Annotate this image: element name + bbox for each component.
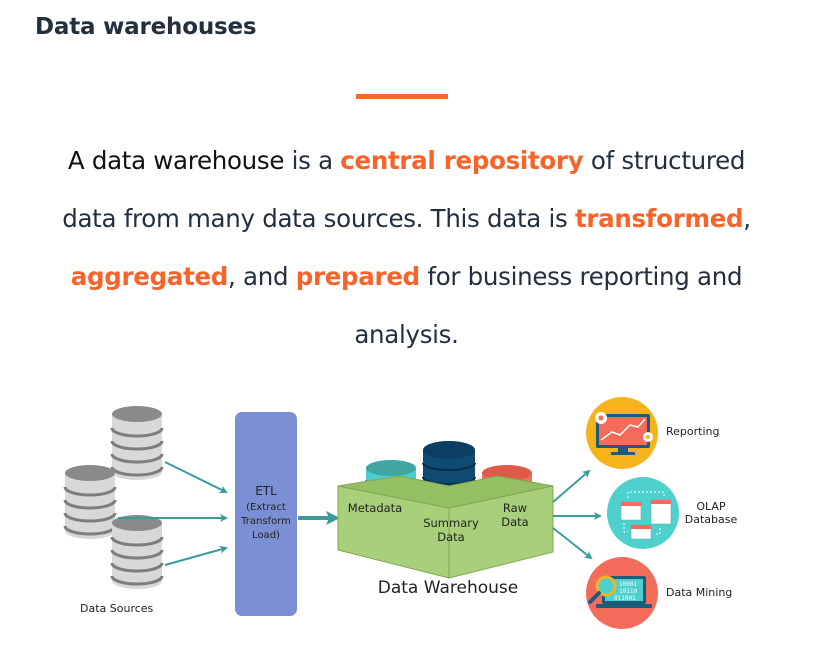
data-source-db-3	[110, 513, 164, 591]
etl-desc-3: Load)	[252, 530, 280, 541]
data-sources-label: Data Sources	[80, 602, 154, 615]
definition-text: , and	[228, 262, 296, 291]
accent-divider	[356, 94, 448, 99]
arrow-to-data-mining	[552, 527, 593, 560]
arrow-source-1	[164, 461, 228, 493]
definition-term: data warehouse	[91, 146, 285, 175]
highlight-aggregated: aggregated	[70, 262, 229, 291]
binary-row-3: 011001	[614, 595, 636, 602]
etl-desc-1: (Extract	[246, 502, 286, 513]
definition-text: A	[67, 146, 92, 175]
etl-title: ETL	[255, 484, 277, 498]
etl-block	[235, 412, 297, 616]
data-warehouse-label: Data Warehouse	[378, 578, 518, 598]
binary-row-1: 10001	[619, 581, 637, 588]
page-title: Data warehouses	[35, 14, 257, 40]
warehouse-box	[337, 475, 554, 579]
highlight-prepared: prepared	[295, 262, 420, 291]
raw-data-label-1: Raw	[503, 501, 527, 515]
data-warehouse-diagram: Data Sources ETL (Extract Transform Load…	[63, 397, 738, 629]
summary-data-label-1: Summary	[423, 516, 479, 530]
binary-row-2: 10110	[619, 588, 637, 595]
magnifier-laptop-icon: 10001 10110 011001	[586, 557, 658, 629]
data-mining-label: Data Mining	[666, 586, 732, 599]
data-source-db-1	[110, 404, 164, 482]
metadata-label: Metadata	[348, 501, 402, 515]
etl-desc-2: Transform	[240, 516, 291, 527]
arrow-to-reporting	[552, 469, 591, 503]
highlight-central-repository: central repository	[340, 146, 584, 175]
monitor-chart-icon	[586, 397, 658, 469]
definition-text: ,	[743, 204, 751, 233]
olap-label-2: Database	[685, 513, 738, 526]
definition-text: of structured data from many data source…	[62, 146, 746, 233]
reporting-label: Reporting	[666, 425, 719, 438]
raw-data-label-2: Data	[501, 515, 528, 529]
highlight-transformed: transformed	[574, 204, 744, 233]
olap-label-1: OLAP	[696, 500, 726, 513]
olap-tables-icon	[607, 477, 679, 549]
definition-text: for business reporting and analysis.	[354, 262, 743, 349]
arrow-source-3	[164, 545, 228, 566]
definition-paragraph: A data warehouse is a central repository…	[60, 132, 753, 364]
definition-text: is a	[284, 146, 341, 175]
summary-data-label-2: Data	[437, 530, 464, 544]
data-source-db-2	[63, 463, 117, 541]
